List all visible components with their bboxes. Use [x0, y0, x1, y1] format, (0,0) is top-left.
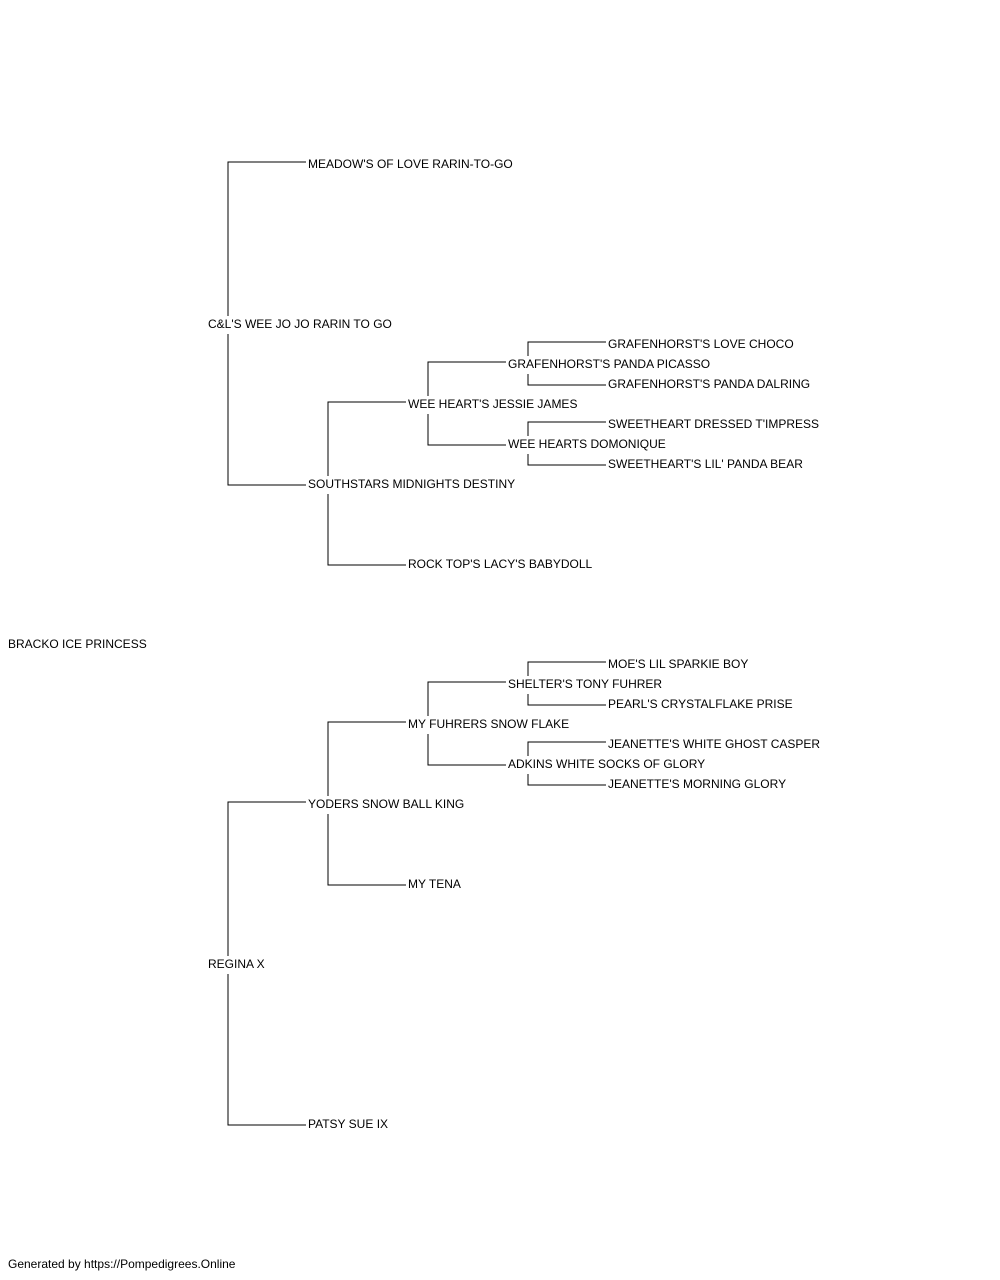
connector-sire-sire: [227, 161, 306, 316]
dam-dam-name: PATSY SUE IX: [308, 1117, 389, 1131]
dam-sire-sire-dam-dam-name: JEANETTE'S MORNING GLORY: [608, 777, 787, 791]
sire-dam-name: SOUTHSTARS MIDNIGHTS DESTINY: [308, 477, 516, 491]
connector-sire-dam: [227, 334, 306, 486]
connector-dssd-dam: [527, 774, 606, 786]
dam-sire-sire-dam-name: ADKINS WHITE SOCKS OF GLORY: [508, 757, 706, 771]
subject-name: BRACKO ICE PRINCESS: [8, 637, 147, 651]
dam-sire-sire-name: MY FUHRERS SNOW FLAKE: [408, 717, 570, 731]
connector-dsss-sire: [527, 661, 606, 676]
connector-dam-sire-sire-sire: [427, 681, 506, 716]
connector-dam-sire-dam: [327, 814, 406, 886]
connector-sdsd-dam: [527, 454, 606, 466]
sire-dam-sire-sire-dam-name: GRAFENHORST'S PANDA DALRING: [608, 377, 811, 391]
connector-dam-sire-sire: [327, 721, 406, 796]
connector-sdsd-sire: [527, 421, 606, 436]
dam-sire-sire-dam-sire-name: JEANETTE'S WHITE GHOST CASPER: [608, 737, 821, 751]
connector-dam-sire-sire-dam: [427, 734, 506, 766]
sire-dam-sire-sire-sire-name: GRAFENHORST'S LOVE CHOCO: [608, 337, 794, 351]
connector-sire-dam-sire-sire: [427, 361, 506, 396]
sire-dam-sire-dam-sire-name: SWEETHEART DRESSED T'IMPRESS: [608, 417, 820, 431]
dam-sire-dam-name: MY TENA: [408, 877, 461, 891]
connector-sire-dam-sire-dam: [427, 414, 506, 446]
sire-dam-sire-dam-dam-name: SWEETHEART'S LIL' PANDA BEAR: [608, 457, 803, 471]
sire-dam-dam-name: ROCK TOP'S LACY'S BABYDOLL: [408, 557, 593, 571]
connector-sire-dam-dam: [327, 494, 406, 566]
sire-name: C&L'S WEE JO JO RARIN TO GO: [208, 317, 392, 331]
generated-by-footer: Generated by https://Pompedigrees.Online: [8, 1257, 236, 1271]
connector-sire-dam-sire: [327, 401, 406, 476]
sire-dam-sire-name: WEE HEART'S JESSIE JAMES: [408, 397, 578, 411]
connector-dsss-dam: [527, 694, 606, 706]
connector-dam-dam: [227, 974, 306, 1126]
dam-sire-sire-sire-name: SHELTER'S TONY FUHRER: [508, 677, 663, 691]
connector-sdss-sire: [527, 341, 606, 356]
sire-dam-sire-sire-name: GRAFENHORST'S PANDA PICASSO: [508, 357, 711, 371]
dam-sire-sire-sire-dam-name: PEARL'S CRYSTALFLAKE PRISE: [608, 697, 793, 711]
dam-sire-name: YODERS SNOW BALL KING: [308, 797, 465, 811]
connector-dam-sire: [227, 801, 306, 956]
dam-name: REGINA X: [208, 957, 265, 971]
connector-dssd-sire: [527, 741, 606, 756]
sire-sire-name: MEADOW'S OF LOVE RARIN-TO-GO: [308, 157, 513, 171]
connector-sdss-dam: [527, 374, 606, 386]
dam-sire-sire-sire-sire-name: MOE'S LIL SPARKIE BOY: [608, 657, 749, 671]
sire-dam-sire-dam-name: WEE HEARTS DOMONIQUE: [508, 437, 666, 451]
